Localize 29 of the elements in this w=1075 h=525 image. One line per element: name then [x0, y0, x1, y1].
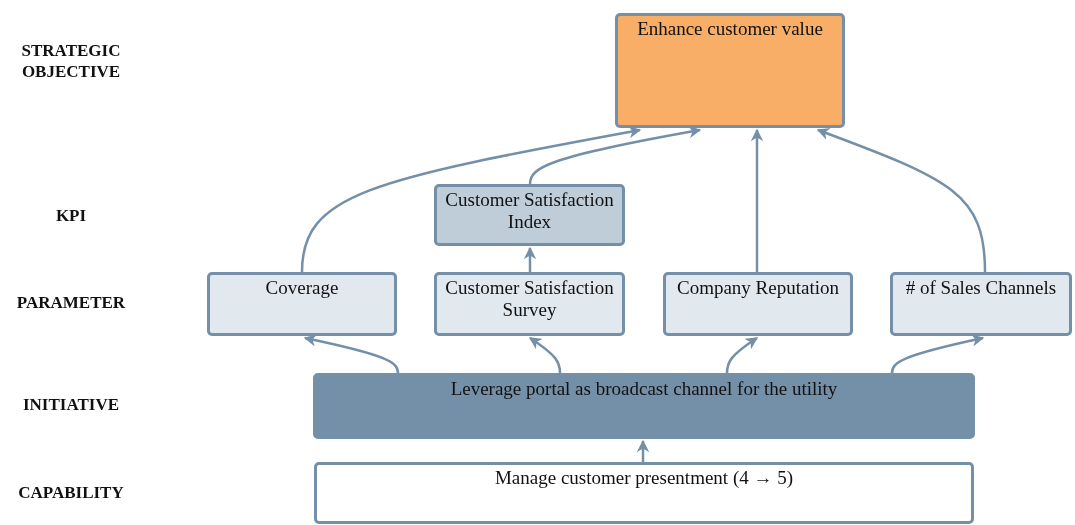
box-text: Customer Satisfaction Survey [444, 277, 615, 321]
kpi-box [434, 184, 625, 246]
level-label: PARAMETER [15, 292, 127, 313]
level-label: KPI [54, 205, 88, 226]
arrow [725, 336, 759, 374]
box-text: Company Reputation [677, 277, 839, 299]
arrow [528, 336, 562, 374]
box-text: Leverage portal as broadcast channel for the utility [450, 378, 838, 400]
initiative-bar [313, 373, 975, 439]
parameter-box [207, 272, 397, 336]
box-text: Customer Satisfaction Index [444, 189, 615, 233]
arrow [816, 128, 987, 273]
arrow [523, 246, 537, 272]
arrow [303, 334, 400, 374]
box-text: Enhance customer value [637, 18, 823, 40]
level-label: STRATEGIC OBJECTIVE [20, 40, 122, 82]
level-label: CAPABILITY [17, 482, 125, 503]
parameter-box [663, 272, 853, 336]
box-text: Coverage [265, 277, 339, 299]
objective-box [615, 13, 845, 128]
box-text: Manage customer presentment (4 → 5) [494, 467, 794, 489]
parameter-box [890, 272, 1072, 336]
arrow [890, 334, 985, 374]
box-text: # of Sales Channels [905, 277, 1057, 299]
arrow [750, 128, 764, 272]
capability-box [314, 462, 974, 524]
arrow [636, 439, 650, 462]
parameter-box [434, 272, 625, 336]
level-label: INITIATIVE [21, 394, 121, 415]
